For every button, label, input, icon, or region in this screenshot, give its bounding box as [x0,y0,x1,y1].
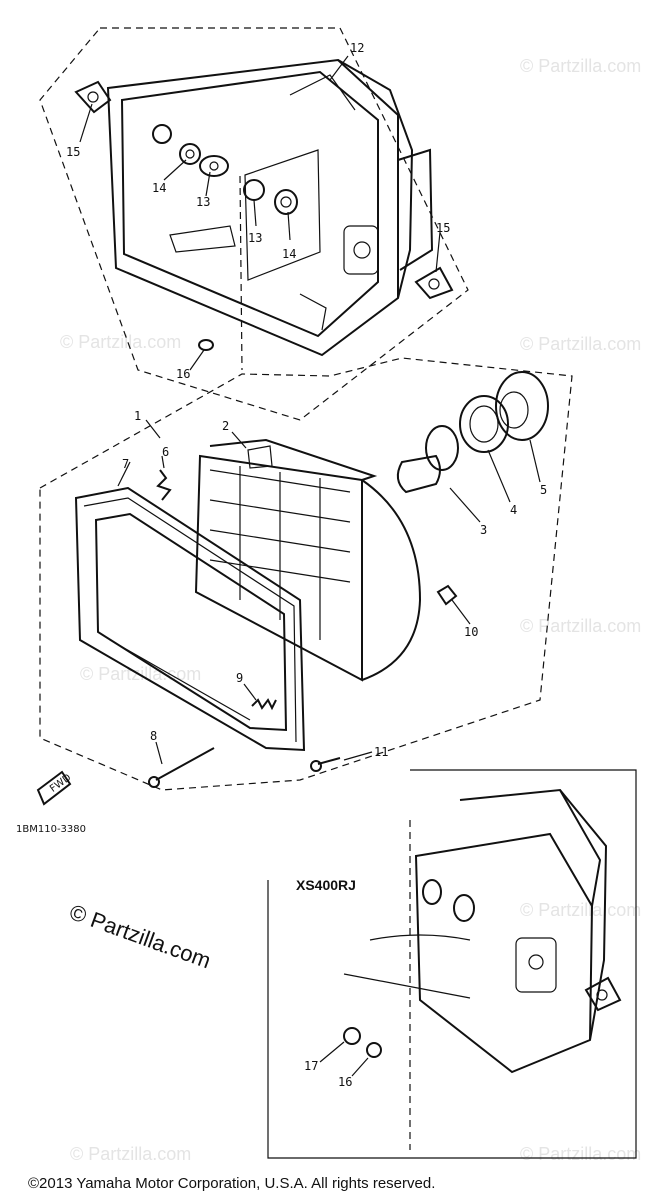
hardware [117,419,471,788]
callout-9: 9 [236,671,243,685]
headlight-housing [106,58,434,357]
upper-leaders [79,55,441,371]
watermark-4: © Partzilla.com [520,616,641,636]
bulb-assembly [396,371,549,523]
callout-13a: 13 [196,195,210,209]
callout-8: 8 [150,729,157,743]
variant-box: XS400RJ [267,769,637,1159]
housing-group-outline [39,27,469,421]
callout-16a: 16 [176,367,190,381]
callout-3: 3 [480,523,487,537]
watermark-5: © Partzilla.com [80,664,201,684]
watermark-7: © Partzilla.com [70,1144,191,1164]
watermark-8: © Partzilla.com [520,1144,641,1164]
callout-11: 11 [374,745,388,759]
callout-15b: 15 [436,221,450,235]
grommets [74,80,454,351]
front-arrow: FWD [36,770,74,806]
sealed-beam-unit [194,438,422,682]
callout-14b: 14 [282,247,296,261]
watermark-3: © Partzilla.com [520,334,641,354]
callout-16b: 16 [338,1075,352,1089]
watermark-main: © Partzilla.com [66,899,214,973]
watermark-2: © Partzilla.com [60,332,181,352]
background-watermarks: © Partzilla.com © Partzilla.com © Partzi… [60,56,641,1164]
headlight-rim [74,486,306,752]
unit-group-outline [39,357,573,791]
callout-10: 10 [464,625,478,639]
copyright-footer: ©2013 Yamaha Motor Corporation, U.S.A. A… [28,1175,435,1192]
callout-12: 12 [350,41,364,55]
callout-5: 5 [540,483,547,497]
part-number: 1BM110-3380 [16,824,86,835]
variant-label: XS400RJ [296,877,356,893]
callout-1: 1 [134,409,141,423]
callout-15a: 15 [66,145,80,159]
callout-6: 6 [162,445,169,459]
callout-13b: 13 [248,231,262,245]
watermark-1: © Partzilla.com [520,56,641,76]
bulb-sockets [152,124,298,215]
callout-14a: 14 [152,181,166,195]
spring-6 [156,469,172,501]
callout-4: 4 [510,503,517,517]
callout-17: 17 [304,1059,318,1073]
watermark-6: © Partzilla.com [520,900,641,920]
callout-labels: 12 15 14 13 13 14 15 16 1 2 6 7 3 4 5 10… [66,41,547,1089]
callout-7: 7 [122,457,129,471]
callout-2: 2 [222,419,229,433]
